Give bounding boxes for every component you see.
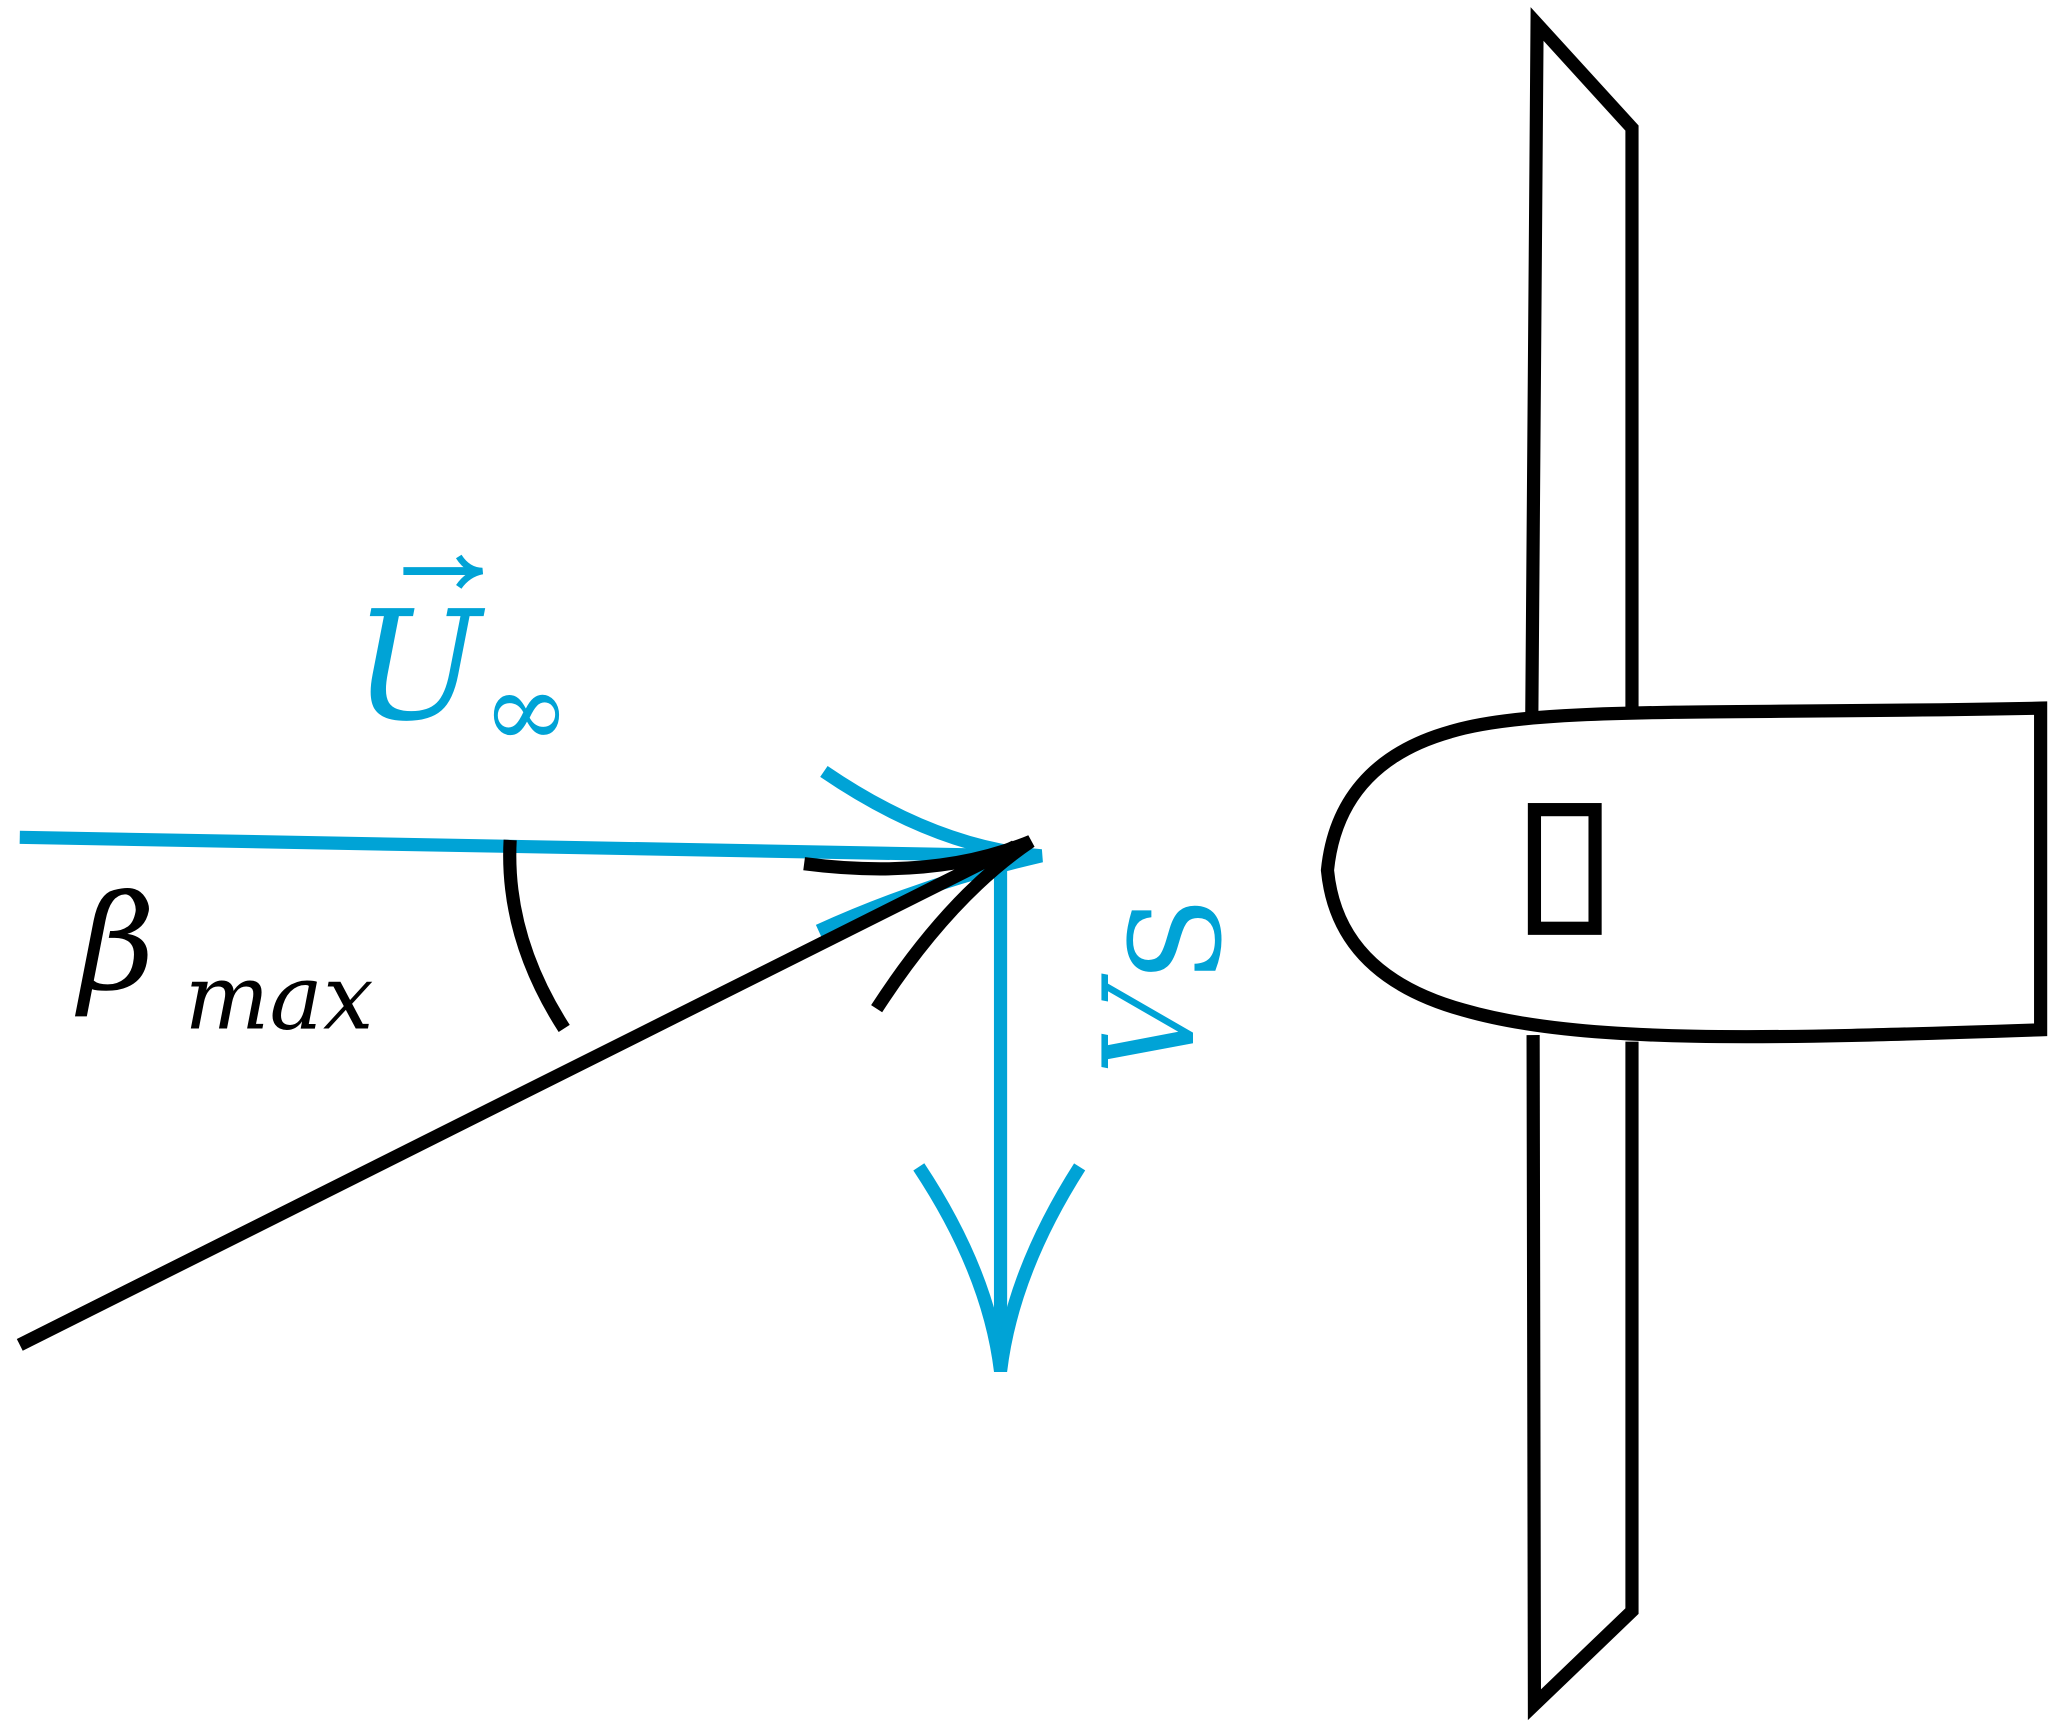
shaft-square: [1527, 803, 1602, 935]
sideslip-arrowhead: [913, 1163, 1086, 1372]
angle-label: β max: [74, 868, 373, 1051]
angle-symbol: β: [74, 868, 155, 1021]
freestream-symbol: U: [353, 578, 485, 755]
upper-blade: [1525, 7, 1639, 717]
freestream-vector-line: [19, 830, 1022, 863]
sideslip-symbol: V: [1077, 973, 1223, 1075]
lower-blade: [1526, 1035, 1639, 1721]
resultant-arrowhead: [803, 835, 1035, 1013]
freestream-arrowhead: [815, 765, 1043, 937]
sideslip-label: V S: [1077, 897, 1249, 1075]
freestream-label: U ∞: [353, 554, 570, 771]
resultant-vector-line: [16, 840, 1018, 1351]
sideslip-subscript: S: [1103, 897, 1249, 983]
angle-subscript: max: [185, 946, 374, 1050]
angle-arc: [503, 839, 570, 1033]
freestream-subscript: ∞: [482, 648, 570, 771]
hub-body: [1320, 701, 2048, 1044]
